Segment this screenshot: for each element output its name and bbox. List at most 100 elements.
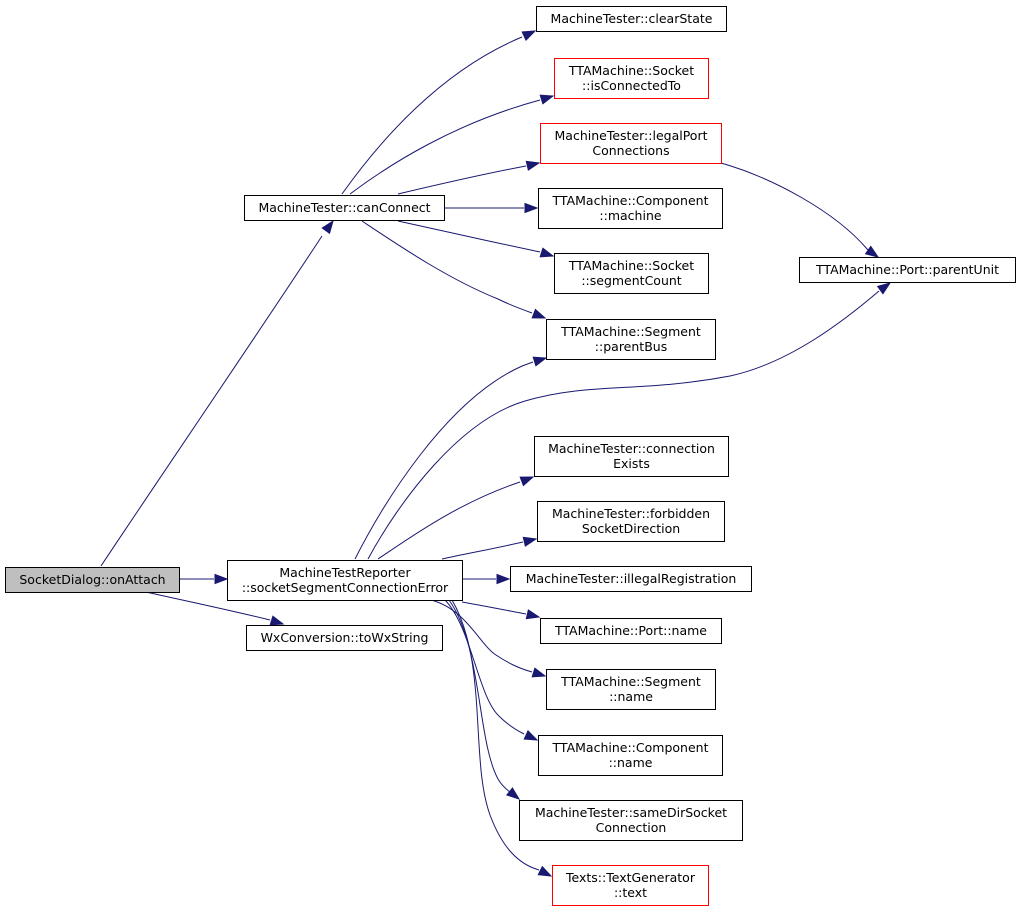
edge-line xyxy=(377,481,521,560)
edge-machinetestreporter_socketsegmentconnectionerror-to-textgenerator_text xyxy=(451,599,553,877)
arrowhead xyxy=(214,573,229,585)
node-label: TTAMachine::Component xyxy=(552,740,709,755)
node-label: TTAMachine::Segment xyxy=(560,324,701,339)
node-box xyxy=(227,560,463,601)
node-box xyxy=(540,123,722,164)
edge-line xyxy=(444,599,525,735)
edge-line xyxy=(430,599,533,673)
node-box xyxy=(540,618,722,644)
edge-line xyxy=(461,601,527,615)
arrowhead xyxy=(531,667,547,678)
edge-socketdialog_onattach-to-machinetester_canconnect xyxy=(100,219,334,567)
node-textgenerator_text[interactable]: Texts::TextGenerator::text xyxy=(552,865,709,906)
arrowhead xyxy=(539,247,555,258)
node-port_name[interactable]: TTAMachine::Port::name xyxy=(540,618,722,644)
edge-line xyxy=(361,220,533,314)
arrowhead xyxy=(269,615,285,626)
node-box xyxy=(536,6,727,32)
edge-line xyxy=(100,235,323,567)
node-label: ::socketSegmentConnectionError xyxy=(242,580,449,595)
node-socketdialog_onattach[interactable]: SocketDialog::onAttach xyxy=(5,567,180,593)
node-port_parentunit[interactable]: TTAMachine::Port::parentUnit xyxy=(799,257,1016,283)
node-box xyxy=(546,319,716,360)
edge-socketdialog_onattach-to-machinetestreporter_socketsegmentconnectionerror xyxy=(179,573,229,585)
node-label: SocketDirection xyxy=(582,521,680,536)
arrowhead xyxy=(876,282,892,295)
node-box xyxy=(537,501,725,542)
edge-line xyxy=(397,220,541,253)
node-label: Texts::TextGenerator xyxy=(565,870,696,885)
node-label: ::text xyxy=(614,885,647,900)
node-label: MachineTestReporter xyxy=(279,565,411,580)
node-label: SocketDialog::onAttach xyxy=(19,572,165,587)
node-box xyxy=(546,669,716,710)
edge-line xyxy=(341,36,523,195)
node-label: MachineTester::canConnect xyxy=(258,200,430,215)
node-wxconversion_towxstring[interactable]: WxConversion::toWxString xyxy=(246,625,443,651)
edge-socketdialog_onattach-to-wxconversion_towxstring xyxy=(145,591,285,626)
node-box xyxy=(244,195,445,221)
arrowhead xyxy=(531,308,547,319)
node-socket_isconnectedto[interactable]: TTAMachine::Socket::isConnectedTo xyxy=(554,58,709,99)
edge-machinetester_canconnect-to-segment_parentbus xyxy=(361,220,547,319)
node-machinetester_canconnect[interactable]: MachineTester::canConnect xyxy=(244,195,445,221)
edge-line xyxy=(367,290,880,560)
arrowhead xyxy=(521,30,537,41)
arrowhead xyxy=(532,356,548,367)
arrowhead xyxy=(505,787,521,800)
node-label: ::name xyxy=(609,755,653,770)
edge-line xyxy=(441,541,524,560)
arrowhead xyxy=(537,865,553,877)
node-label: TTAMachine::Segment xyxy=(560,674,701,689)
node-label: ::segmentCount xyxy=(581,273,681,288)
node-label: MachineTester::legalPort xyxy=(555,128,708,143)
node-machinetester_clearstate[interactable]: MachineTester::clearState xyxy=(536,6,727,32)
edge-machinetestreporter_socketsegmentconnectionerror-to-port_name xyxy=(461,601,541,620)
node-label: MachineTester::illegalRegistration xyxy=(526,571,737,586)
node-component_machine[interactable]: TTAMachine::Component::machine xyxy=(538,188,723,229)
edge-line xyxy=(720,162,869,251)
node-box xyxy=(246,625,443,651)
arrowhead xyxy=(864,245,880,258)
node-component_name[interactable]: TTAMachine::Component::name xyxy=(538,735,723,776)
arrowhead xyxy=(522,536,538,547)
node-label: TTAMachine::Component xyxy=(552,193,709,208)
edge-machinetestreporter_socketsegmentconnectionerror-to-machinetester_connectionexists xyxy=(377,476,535,560)
edge-machinetestreporter_socketsegmentconnectionerror-to-port_parentunit xyxy=(367,282,892,560)
node-box xyxy=(534,436,729,477)
node-label: ::isConnectedTo xyxy=(582,78,681,93)
node-label: ::name xyxy=(609,689,653,704)
node-box xyxy=(519,800,743,841)
node-box xyxy=(5,567,180,593)
arrowhead xyxy=(496,573,511,585)
call-edges xyxy=(100,30,892,877)
node-label: MachineTester::connection xyxy=(548,441,715,456)
node-label: TTAMachine::Socket xyxy=(568,63,694,78)
node-segment_name[interactable]: TTAMachine::Segment::name xyxy=(546,669,716,710)
edge-machinetester_canconnect-to-component_machine xyxy=(443,202,539,214)
edge-line xyxy=(451,599,540,871)
node-machinetester_illegalregistration[interactable]: MachineTester::illegalRegistration xyxy=(510,566,752,592)
node-label: TTAMachine::Port::parentUnit xyxy=(815,262,999,277)
edge-machinetestreporter_socketsegmentconnectionerror-to-segment_name xyxy=(430,599,547,678)
node-label: MachineTester::forbidden xyxy=(552,506,710,521)
function-nodes: SocketDialog::onAttach MachineTester::can… xyxy=(5,6,1016,906)
node-label: Exists xyxy=(613,456,650,471)
arrowhead xyxy=(539,94,555,105)
edge-line xyxy=(349,99,541,195)
node-machinetestreporter_socketsegmentconnectionerror[interactable]: MachineTestReporter::socketSegmentConnec… xyxy=(227,560,463,601)
node-segment_parentbus[interactable]: TTAMachine::Segment::parentBus xyxy=(546,319,716,360)
arrowhead xyxy=(519,476,535,487)
node-box xyxy=(799,257,1016,283)
node-label: MachineTester::sameDirSocket xyxy=(535,805,727,820)
node-box xyxy=(552,865,709,906)
edge-machinetestreporter_socketsegmentconnectionerror-to-machinetester_illegalregistration xyxy=(462,573,511,585)
edge-machinetestreporter_socketsegmentconnectionerror-to-component_name xyxy=(444,599,539,741)
node-label: MachineTester::clearState xyxy=(551,11,713,26)
node-socket_segmentcount[interactable]: TTAMachine::Socket::segmentCount xyxy=(554,253,709,294)
node-label: TTAMachine::Port::name xyxy=(554,623,707,638)
